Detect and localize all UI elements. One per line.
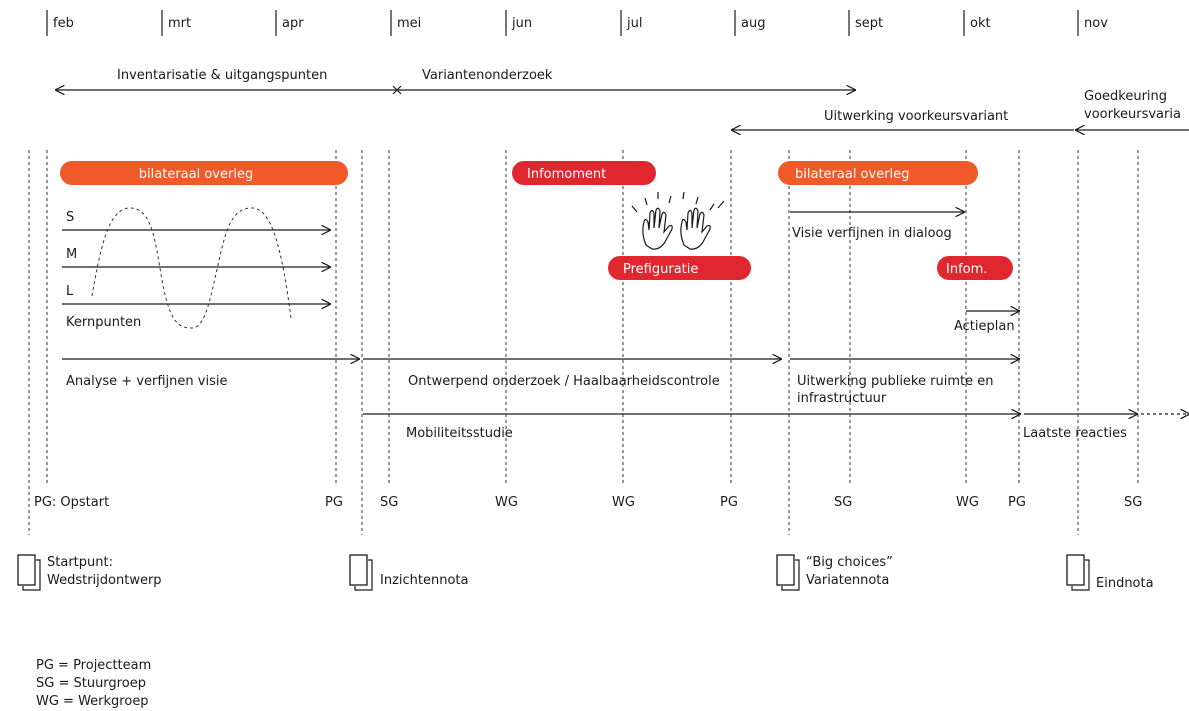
month-label: jun [511, 16, 532, 31]
meeting-label: PG [1008, 495, 1026, 510]
pill-bilateraal-overleg-2 [778, 161, 978, 185]
month-label: nov [1084, 16, 1108, 31]
phase-label-goedkeuring-1: Goedkeuring [1084, 89, 1167, 104]
phases: Inventarisatie & uitgangspunten Variante… [56, 68, 1189, 130]
doc-big-choices-line2: Variatennota [806, 573, 889, 588]
mobiliteit-label: Mobiliteitsstudie [406, 426, 513, 441]
pill-prefiguratie [608, 256, 751, 280]
phase-label-variantenonderzoek: Variantenonderzoek [422, 68, 553, 83]
meeting-label: WG [495, 495, 518, 510]
phase-label-uitwerking: Uitwerking voorkeursvariant [824, 109, 1008, 124]
meetings-row: PG: Opstart PG SG WG WG PG SG WG PG SG [34, 495, 1142, 510]
visie-label: Visie verfijnen in dialoog [792, 226, 952, 241]
actieplan-label: Actieplan [954, 319, 1015, 334]
doc-big-choices-line1: “Big choices” [806, 555, 893, 570]
doc-startpunt-line1: Startpunt: [47, 555, 113, 570]
kern-title: Kernpunten [66, 315, 141, 330]
meeting-label: PG: Opstart [34, 495, 109, 510]
pill-label: Infom. [946, 262, 987, 277]
ontwerpend-label: Ontwerpend onderzoek / Haalbaarheidscont… [408, 374, 720, 389]
right-tracks: Visie verfijnen in dialoog Actieplan [790, 212, 1019, 334]
meeting-label: SG [380, 495, 398, 510]
kern-label-l: L [66, 284, 74, 299]
laatste-label: Laatste reacties [1023, 426, 1127, 441]
phase-divider-cross [392, 85, 402, 95]
doc-inzichtennota: Inzichtennota [380, 573, 469, 588]
meeting-label: SG [1124, 495, 1142, 510]
meeting-label: PG [720, 495, 738, 510]
meeting-lines [28, 150, 1139, 535]
phase-label-inventarisatie: Inventarisatie & uitgangspunten [117, 68, 327, 83]
pill-infom [937, 256, 1013, 280]
pill-label: Infomoment [527, 167, 606, 182]
uitwerking-label-2: infrastructuur [797, 391, 887, 406]
month-label: mrt [168, 16, 191, 31]
kernpunten-block: S M L Kernpunten [62, 207, 330, 330]
pill-infomoment [512, 161, 656, 185]
month-label: aug [741, 16, 765, 31]
meeting-label: PG [325, 495, 343, 510]
document-icon [1066, 554, 1090, 591]
meeting-label: WG [612, 495, 635, 510]
month-label: mei [397, 16, 421, 31]
document-icon [349, 554, 373, 591]
kern-label-m: M [66, 247, 77, 262]
meeting-label: WG [956, 495, 979, 510]
phase-label-goedkeuring-2: voorkeursvaria [1084, 107, 1181, 122]
document-icon [776, 554, 800, 591]
doc-startpunt-line2: Wedstrijdontwerp [47, 573, 162, 588]
documents-row: Startpunt: Wedstrijdontwerp Inzichtennot… [17, 554, 1154, 591]
uitwerking-label-1: Uitwerking publieke ruimte en [797, 374, 993, 389]
kern-label-s: S [66, 210, 74, 225]
legend-sg: SG = Stuurgroep [36, 676, 146, 691]
month-label: feb [53, 16, 74, 31]
month-label: apr [282, 16, 304, 31]
legend: PG = Projectteam SG = Stuurgroep WG = We… [36, 658, 151, 709]
main-tracks: Analyse + verfijnen visie Ontwerpend ond… [62, 359, 1189, 441]
event-pills: bilateraal overleg Infomoment bilateraal… [60, 161, 1013, 280]
month-label: okt [970, 16, 991, 31]
month-label: sept [855, 16, 883, 31]
legend-pg: PG = Projectteam [36, 658, 151, 673]
pill-label: Prefiguratie [623, 262, 698, 277]
legend-wg: WG = Werkgroep [36, 694, 149, 709]
month-header: feb mrt apr mei jun jul aug sept okt nov [46, 10, 1108, 36]
meeting-label: SG [834, 495, 852, 510]
analyse-label: Analyse + verfijnen visie [66, 374, 227, 389]
pill-label: bilateraal overleg [795, 167, 909, 182]
document-icon [17, 554, 41, 591]
raised-hands-icon [631, 191, 725, 250]
kern-wave [91, 207, 292, 329]
pill-bilateraal-overleg [60, 161, 348, 185]
month-label: jul [626, 16, 642, 31]
doc-eindnota: Eindnota [1096, 576, 1154, 591]
pill-label: bilateraal overleg [139, 167, 253, 182]
